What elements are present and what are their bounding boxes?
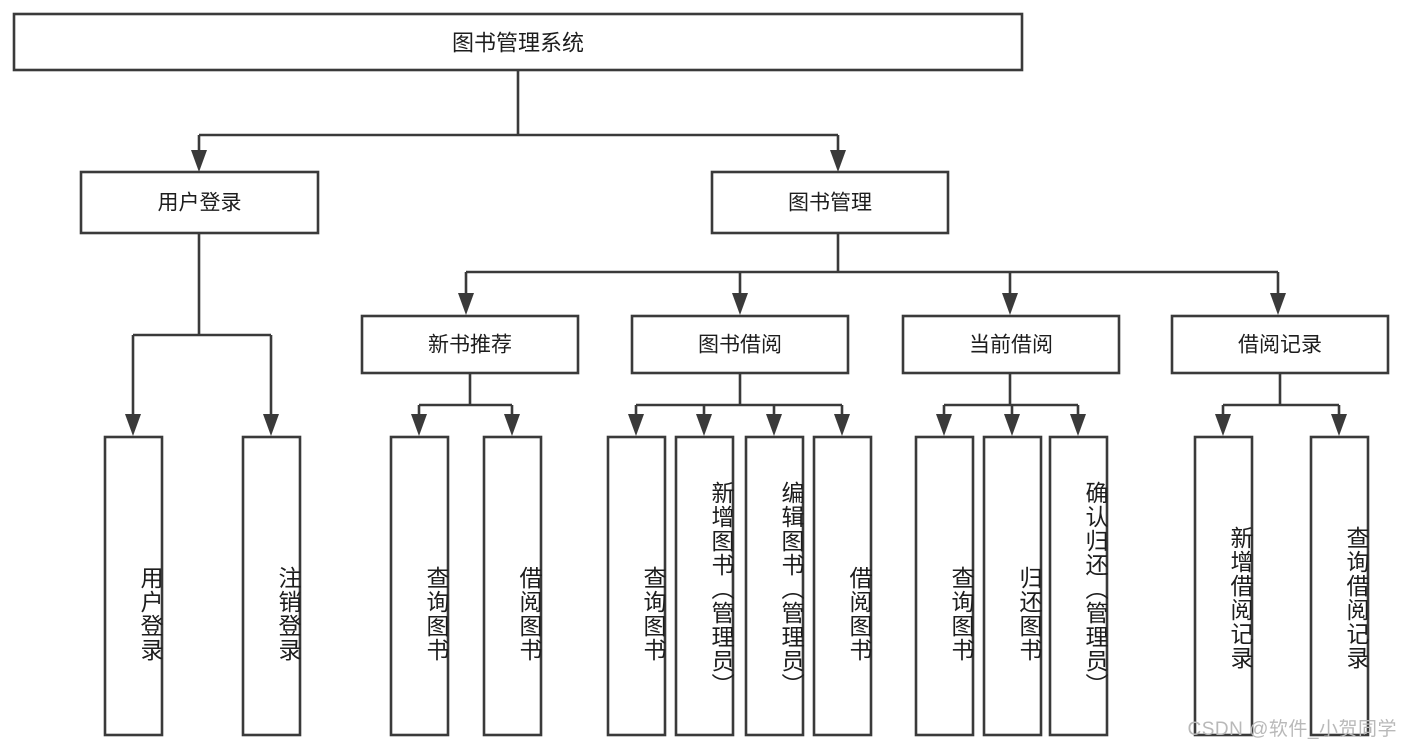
leaf-query-book-2-rect[interactable] <box>606 435 667 737</box>
arrow-head-leaf-borrow-book-2 <box>834 414 850 436</box>
node-book-management-rect[interactable] <box>710 170 950 235</box>
connector-bookmgmt-to-level3 <box>464 233 1280 303</box>
arrow-head-new-book-recommend <box>458 293 474 315</box>
node-layer: 图书管理系统 用户登录 图书管理 新书推荐 图书借阅 <box>12 12 1390 737</box>
arrow-head-leaf-user-login <box>125 414 141 436</box>
arrow-head-leaf-query-record <box>1331 414 1347 436</box>
node-borrow-record-label: 借阅记录 <box>1238 334 1322 357</box>
leaf-confirm-return-rect[interactable] <box>1048 435 1109 737</box>
arrow-head-leaf-query-book-3 <box>936 414 952 436</box>
leaf-return-book-rect[interactable] <box>982 435 1043 737</box>
connector-layer <box>125 70 1347 436</box>
arrow-head-leaf-user-logout <box>263 414 279 436</box>
leaf-borrow-book-2-rect[interactable] <box>812 435 873 737</box>
arrow-head-leaf-query-book-1 <box>411 414 427 436</box>
node-book-management[interactable]: 图书管理 <box>710 170 950 235</box>
node-borrow-record[interactable]: 借阅记录 <box>1170 314 1390 375</box>
leaf-edit-book-rect[interactable] <box>744 435 805 737</box>
connector-userlogin-to-leaves <box>131 233 273 424</box>
leaf-borrow-book-1-rect[interactable] <box>482 435 543 737</box>
arrow-head-leaf-add-book <box>696 414 712 436</box>
arrow-head-leaf-query-book-2 <box>628 414 644 436</box>
node-root-rect[interactable] <box>12 12 1024 72</box>
arrow-head-book-management <box>830 150 846 172</box>
node-book-borrow-rect[interactable] <box>630 314 850 375</box>
node-current-borrow-rect[interactable] <box>901 314 1121 375</box>
arrow-head-current-borrow <box>1002 293 1018 315</box>
leaf-add-record-rect[interactable] <box>1193 435 1254 737</box>
arrow-head-user-login <box>191 150 207 172</box>
node-borrow-record-rect[interactable] <box>1170 314 1390 375</box>
node-book-borrow[interactable]: 图书借阅 <box>630 314 850 375</box>
arrow-head-book-borrow <box>732 293 748 315</box>
node-new-book-recommend-rect[interactable] <box>360 314 580 375</box>
arrow-head-borrow-record <box>1270 293 1286 315</box>
arrow-head-leaf-return-book <box>1004 414 1020 436</box>
node-book-management-label: 图书管理 <box>788 192 872 215</box>
leaf-add-book-rect[interactable] <box>674 435 735 737</box>
leaf-query-book-3-rect[interactable] <box>914 435 975 737</box>
arrow-head-leaf-confirm-return <box>1070 414 1086 436</box>
node-book-borrow-label: 图书借阅 <box>698 334 782 357</box>
leaf-query-book-1-rect[interactable] <box>389 435 450 737</box>
leaf-user-login-rect[interactable] <box>103 435 164 737</box>
connector-root-to-level2 <box>197 70 840 160</box>
arrow-head-leaf-edit-book <box>766 414 782 436</box>
node-root[interactable]: 图书管理系统 <box>12 12 1024 72</box>
node-user-login-label: 用户登录 <box>158 192 242 215</box>
leaf-user-logout-rect[interactable] <box>241 435 302 737</box>
csdn-watermark: CSDN @软件_小贺同学 <box>1187 719 1397 740</box>
node-new-book-recommend-label: 新书推荐 <box>428 334 512 357</box>
node-user-login-rect[interactable] <box>79 170 320 235</box>
leaf-query-record-rect[interactable] <box>1309 435 1370 737</box>
node-root-label: 图书管理系统 <box>452 31 584 56</box>
node-current-borrow[interactable]: 当前借阅 <box>901 314 1121 375</box>
connector-borrowrecord-to-leaves <box>1221 373 1341 424</box>
connector-newbook-to-leaves <box>417 373 514 424</box>
node-user-login[interactable]: 用户登录 <box>79 170 320 235</box>
arrow-head-leaf-borrow-book-1 <box>504 414 520 436</box>
node-current-borrow-label: 当前借阅 <box>969 334 1053 357</box>
node-new-book-recommend[interactable]: 新书推荐 <box>360 314 580 375</box>
arrow-head-leaf-add-record <box>1215 414 1231 436</box>
connector-bookborrow-to-leaves <box>634 373 844 424</box>
